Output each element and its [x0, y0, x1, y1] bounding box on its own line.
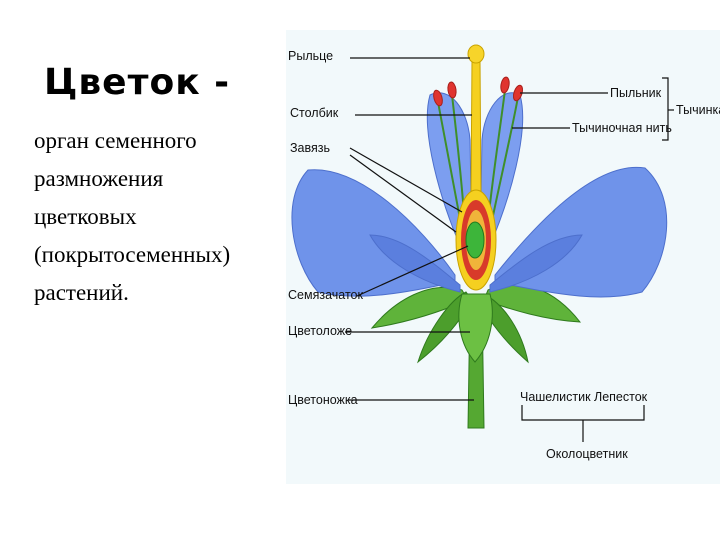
leader-lines — [345, 57, 674, 442]
label-anther: Пыльник — [610, 86, 662, 100]
label-style: Столбик — [290, 106, 339, 120]
anthers — [433, 76, 524, 107]
pistil-style — [470, 59, 482, 196]
label-filament: Тычиночная нить — [572, 121, 672, 135]
label-pedicel: Цветоножка — [288, 393, 358, 407]
label-perianth: Околоцветник — [546, 447, 628, 461]
anther — [500, 76, 510, 94]
sepal-center — [458, 293, 493, 363]
description-line: (покрытосеменных) — [34, 242, 231, 267]
label-ovary: Завязь — [290, 141, 330, 155]
anther — [433, 89, 443, 107]
label-receptacle: Цветоложе — [288, 324, 352, 338]
description-line: орган семенного — [34, 128, 197, 153]
anther — [447, 81, 457, 99]
label-ovule: Семязачаток — [288, 288, 363, 302]
description-line: растений. — [34, 280, 129, 305]
description-line: размножения — [34, 166, 164, 191]
label-stamen: Тычинка — [676, 103, 720, 117]
label-petal: Лепесток — [594, 390, 648, 404]
description-line: цветковых — [34, 204, 137, 229]
slide-title: Цветок - — [44, 62, 231, 103]
label-sepal: Чашелистик — [520, 390, 591, 404]
slide-description: орган семенного размножения цветковых (п… — [34, 122, 284, 312]
anther — [512, 84, 524, 102]
stigma — [467, 44, 485, 64]
label-stigma: Рыльце — [288, 49, 333, 63]
petal-center-right — [489, 234, 583, 293]
ovule — [465, 221, 485, 259]
